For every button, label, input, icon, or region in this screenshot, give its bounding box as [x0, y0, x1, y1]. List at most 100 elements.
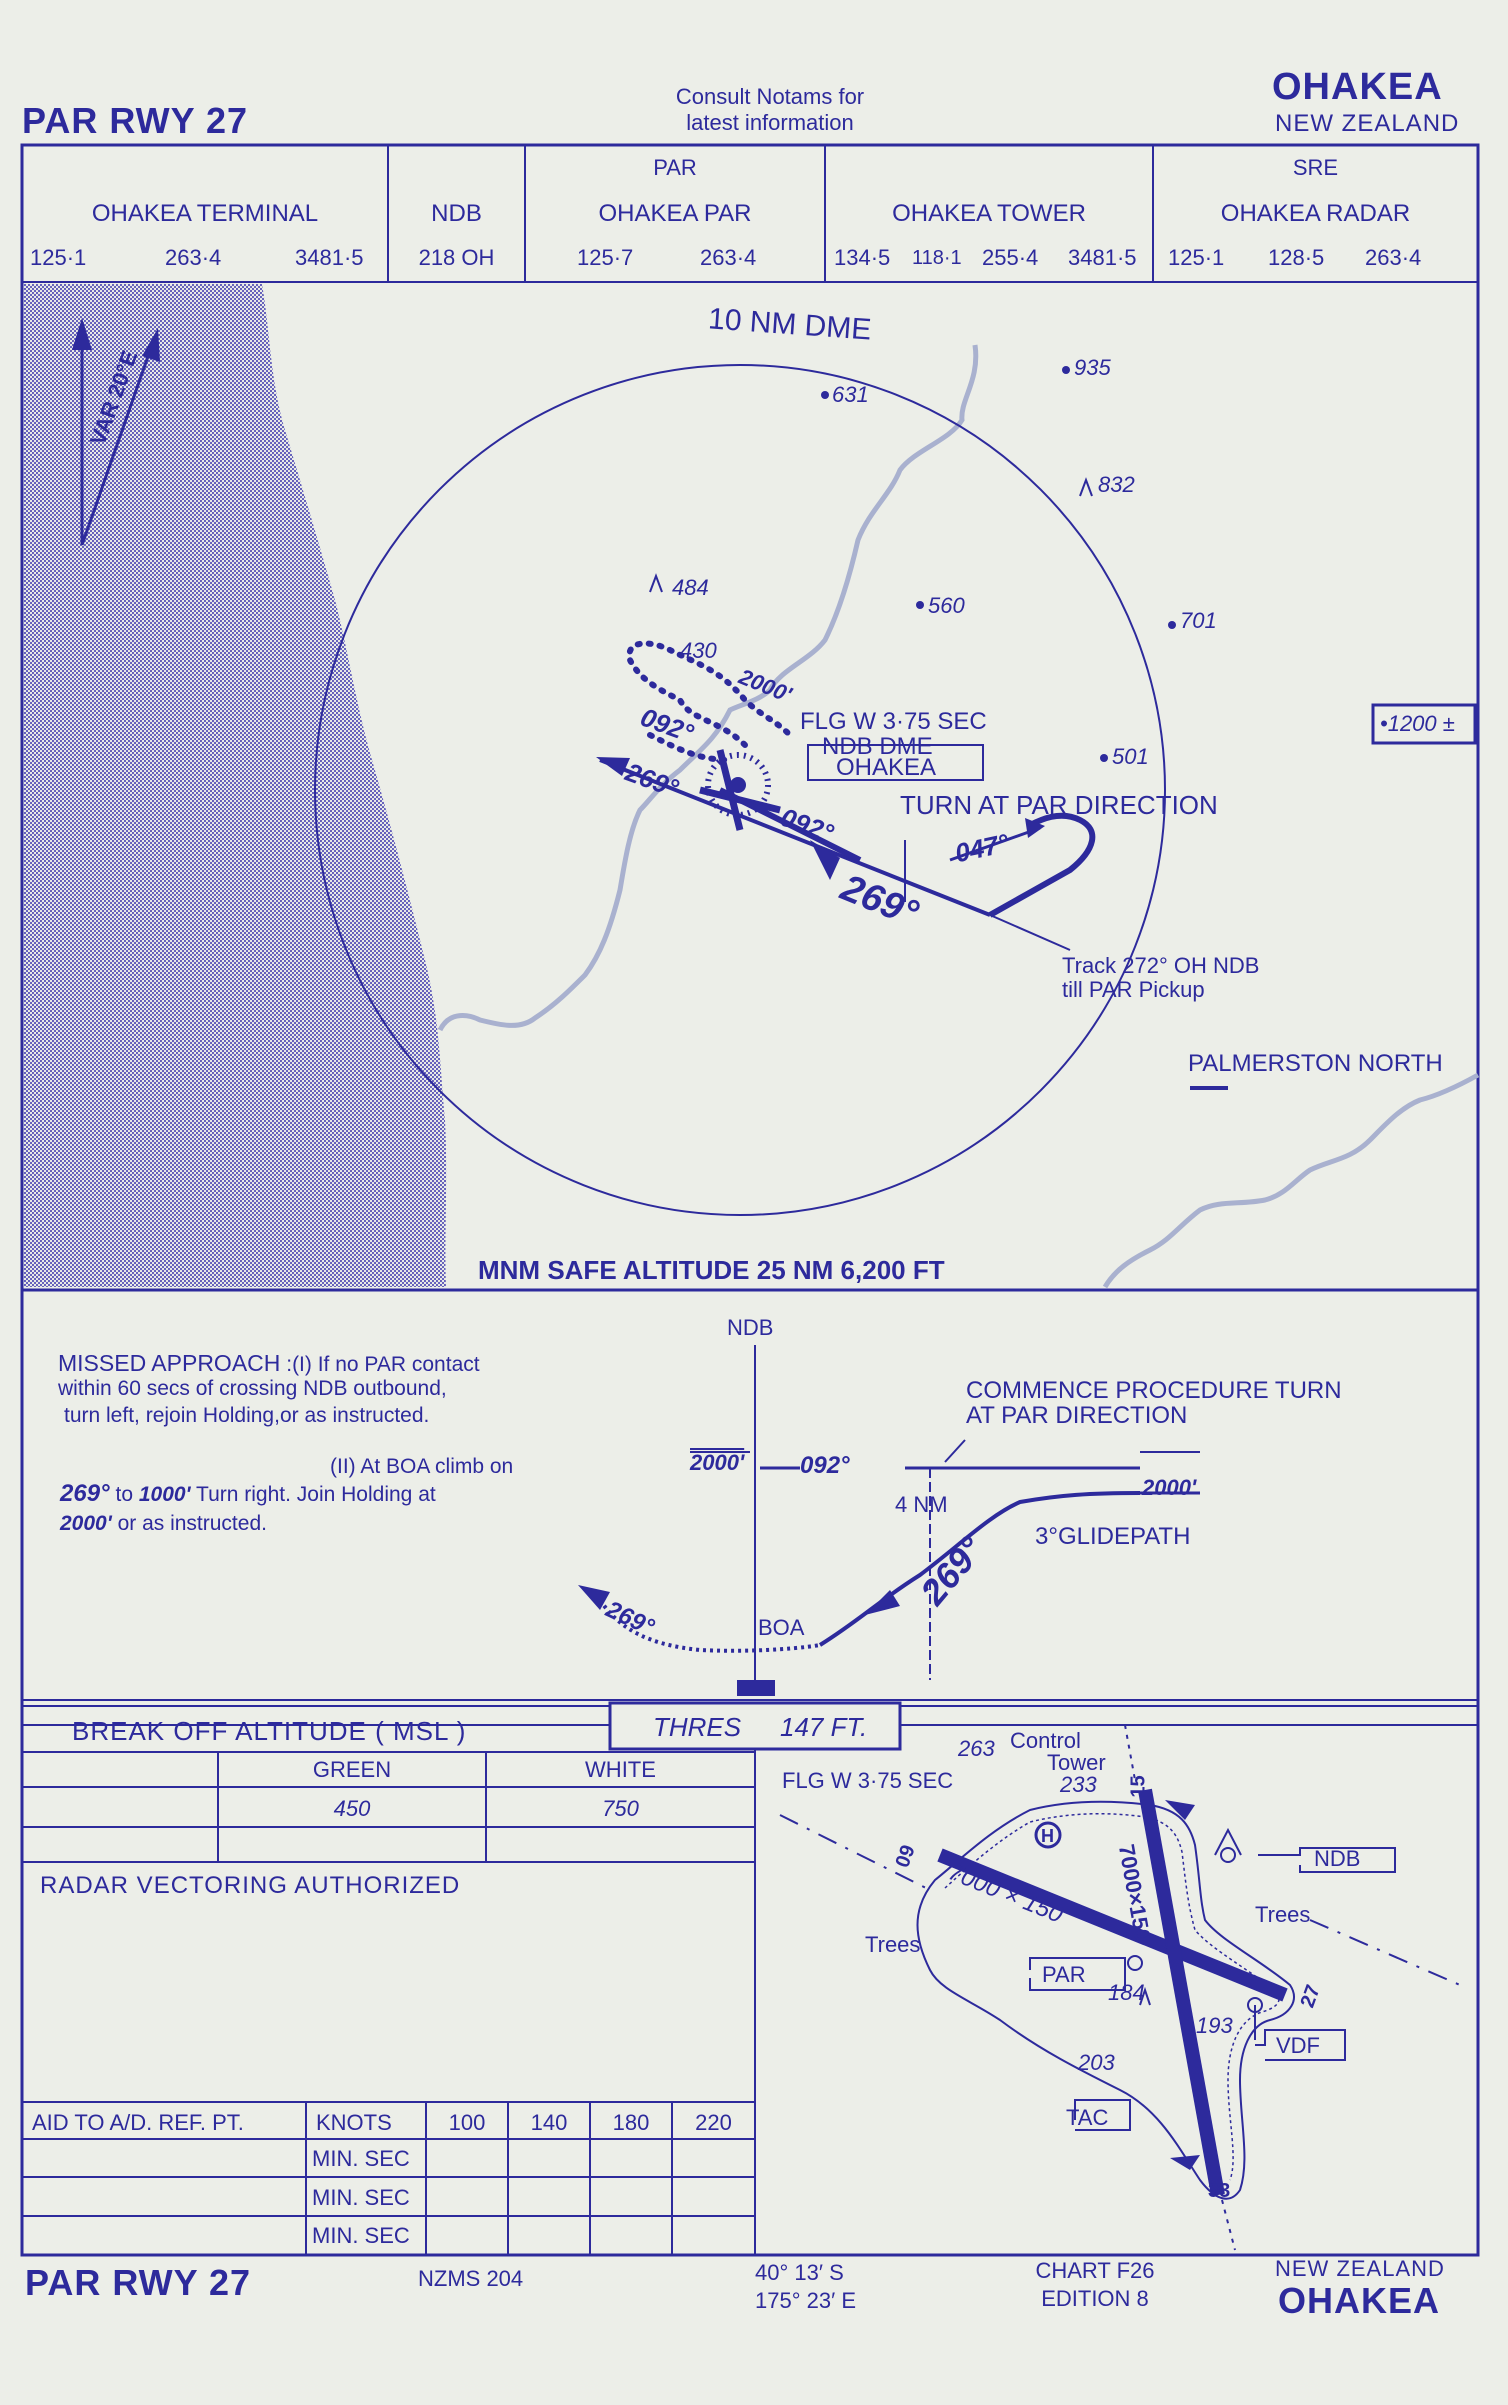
- spot-203: 203: [1078, 2050, 1115, 2075]
- dme-ring: [314, 364, 1166, 1216]
- variation-arrows: [72, 318, 160, 546]
- par-freq-2: 263·4: [700, 245, 757, 270]
- tower-freq-2: 118·1: [912, 247, 962, 269]
- ndb-freq: 218 OH: [418, 245, 495, 270]
- profile-ndb: NDB: [727, 1315, 774, 1340]
- spot-701: 701: [1180, 608, 1217, 633]
- frequency-box: [22, 145, 1478, 283]
- turn-par-label: TURN AT PAR DIRECTION: [900, 790, 1218, 820]
- profile-alt-left: 2000': [690, 1450, 745, 1475]
- rwy-15: 15: [1127, 1775, 1150, 1798]
- sre-sup: SRE: [1292, 155, 1339, 180]
- white-value: 750: [602, 1796, 639, 1821]
- msa-label: MNM SAFE ALTITUDE 25 NM 6,200 FT: [478, 1255, 945, 1285]
- ohakea-ndb-label: OHAKEA: [836, 754, 937, 781]
- speed-180: 180: [612, 2110, 650, 2135]
- boa-label: BOA: [758, 1615, 805, 1640]
- tower-freq-3: 255·4: [982, 245, 1039, 270]
- river-2: [1102, 1072, 1480, 1289]
- spot-heights: [821, 366, 1176, 762]
- rwy-33: 33: [1208, 2180, 1231, 2202]
- glidepath-label: 3°GLIDEPATH: [1035, 1523, 1191, 1550]
- sre-label: OHAKEA RADAR: [1220, 200, 1411, 227]
- speed-220: 220: [695, 2110, 732, 2135]
- holding-pattern: [626, 640, 793, 748]
- aerodrome-vdf: VDF: [1276, 2033, 1320, 2058]
- knots-label: KNOTS: [316, 2110, 392, 2135]
- aerodrome-diagram: H: [779, 1724, 1461, 2251]
- spot-184: 184: [1108, 1980, 1145, 2005]
- aid-label: AID TO A/D. REF. PT.: [32, 2110, 244, 2135]
- sre-freq-1: 125·1: [1168, 245, 1225, 270]
- palmerston-north: PALMERSTON NORTH: [1188, 1050, 1443, 1077]
- notams-line-2: latest information: [686, 110, 854, 135]
- tower-freq-1: 134·5: [834, 245, 891, 270]
- track-line-2: till PAR Pickup: [1062, 977, 1205, 1002]
- missed-approach-line-4: (II) At BOA climb on: [330, 1455, 514, 1478]
- minima-table: [22, 1751, 755, 2255]
- notams-line-1: Consult Notams for: [675, 84, 865, 109]
- footer-edition: EDITION 8: [1041, 2286, 1149, 2311]
- trees-right: Trees: [1255, 1902, 1311, 1927]
- footer-chart: CHART F26: [1035, 2258, 1155, 2283]
- spot-631: 631: [832, 382, 869, 407]
- sea-area: [24, 284, 447, 1287]
- terminal-freq-2: 263·4: [165, 245, 222, 270]
- spot-430: 430: [680, 638, 717, 663]
- speed-140: 140: [530, 2110, 568, 2135]
- spot-501: 501: [1112, 744, 1149, 769]
- min-sec-1: MIN. SEC: [312, 2146, 410, 2171]
- ndb-symbol: [705, 752, 771, 818]
- tower-freq-4: 3481·5: [1068, 245, 1137, 270]
- svg-text:H: H: [1041, 1826, 1054, 1846]
- elev-263: 263: [958, 1736, 995, 1761]
- box-1200: •1200 ±: [1380, 711, 1455, 736]
- min-sec-3: MIN. SEC: [312, 2223, 410, 2248]
- spot-484: 484: [672, 575, 709, 600]
- tower-233: 233: [1060, 1772, 1097, 1797]
- radar-vectoring: RADAR VECTORING AUTHORIZED: [40, 1872, 461, 1899]
- country-name: NEW ZEALAND: [1275, 110, 1460, 137]
- boa-title: BREAK OFF ALTITUDE ( MSL ): [72, 1716, 467, 1746]
- missed-approach-line-3: turn left, rejoin Holding,or as instruct…: [64, 1404, 430, 1427]
- sre-freq-2: 128·5: [1268, 245, 1325, 270]
- missed-approach-title: MISSED APPROACH: [58, 1350, 281, 1376]
- white-header: WHITE: [585, 1757, 656, 1782]
- terminal-freq-1: 125·1: [30, 245, 87, 270]
- terminal-label: OHAKEA TERMINAL: [91, 200, 319, 227]
- aerodrome-ndb: NDB: [1314, 1846, 1361, 1871]
- chart-title: PAR RWY 27: [22, 100, 249, 141]
- green-value: 450: [333, 1796, 371, 1821]
- control-tower-line-2: Tower: [1047, 1750, 1106, 1775]
- footer-nzms: NZMS 204: [418, 2266, 524, 2291]
- trees-left: Trees: [865, 1932, 921, 1957]
- footer-lon: 175° 23′ E: [755, 2288, 856, 2313]
- speed-100: 100: [448, 2110, 486, 2135]
- profile-092: 092°: [800, 1452, 850, 1479]
- flg-label: FLG W 3·75 SEC: [800, 708, 987, 735]
- missed-approach-line-1: MISSED APPROACH :(I) If no PAR contact: [58, 1350, 480, 1376]
- footer-airport: OHAKEA: [1278, 2280, 1441, 2321]
- min-sec-2: MIN. SEC: [312, 2185, 410, 2210]
- missed-approach-line-5: 269° to 1000' Turn right. Join Holding a…: [60, 1480, 436, 1507]
- footer-country: NEW ZEALAND: [1275, 2256, 1445, 2281]
- aerodrome-par: PAR: [1042, 1962, 1086, 1987]
- spot-193: 193: [1196, 2013, 1233, 2038]
- par-freq-1: 125·7: [577, 245, 634, 270]
- footer-lat: 40° 13′ S: [755, 2260, 844, 2285]
- airport-name: OHAKEA: [1272, 66, 1443, 108]
- profile-alt-right: 2000': [1142, 1475, 1197, 1500]
- ndb-label: NDB: [431, 200, 482, 227]
- par-label: OHAKEA PAR: [598, 200, 752, 227]
- control-tower-line-1: Control: [1010, 1728, 1081, 1753]
- sre-freq-3: 263·4: [1365, 245, 1422, 270]
- missed-approach-line-2: within 60 secs of crossing NDB outbound,: [58, 1377, 447, 1400]
- commence-line-1: COMMENCE PROCEDURE TURN: [966, 1377, 1342, 1404]
- aerodrome-flg: FLG W 3·75 SEC: [782, 1768, 954, 1793]
- missed-approach-line-6: 2000' or as instructed.: [60, 1512, 267, 1535]
- aerodrome-tac: TAC: [1066, 2105, 1109, 2130]
- tower-label: OHAKEA TOWER: [892, 200, 1086, 227]
- track-line-1: Track 272° OH NDB: [1062, 953, 1260, 978]
- spot-935: 935: [1074, 355, 1111, 380]
- thres-value: 147 FT.: [780, 1712, 868, 1742]
